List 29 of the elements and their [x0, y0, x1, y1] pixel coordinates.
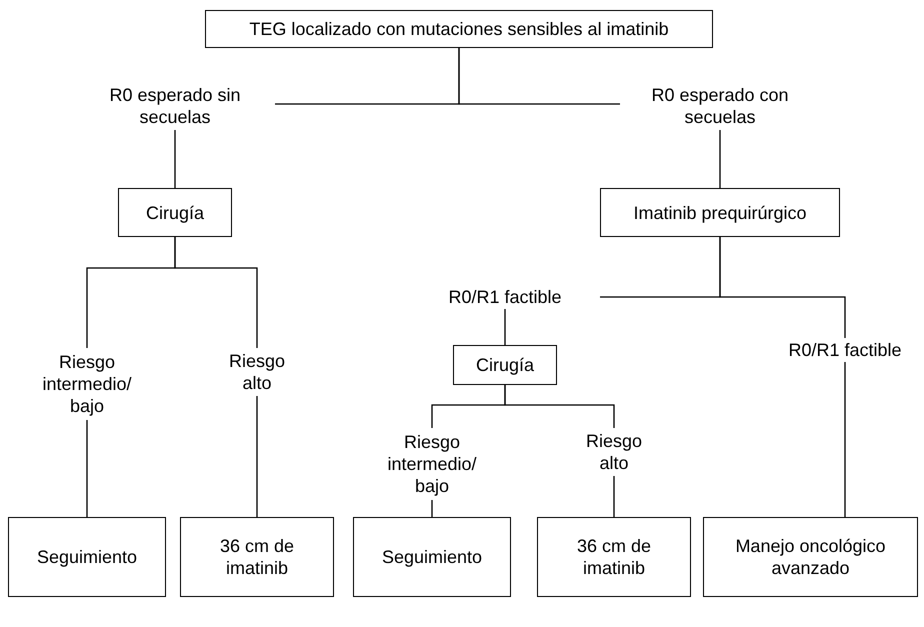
connector-line	[458, 48, 620, 105]
connector-line	[844, 362, 846, 517]
process-box: Seguimiento	[8, 517, 166, 597]
process-box: Cirugía	[453, 345, 557, 385]
condition-text: Riesgo alto	[579, 428, 649, 476]
process-box: 36 cm de imatinib	[537, 517, 691, 597]
process-box: 36 cm de imatinib	[180, 517, 334, 597]
condition-text: R0 esperado con secuelas	[620, 82, 820, 130]
connector-line	[174, 237, 258, 348]
connector-line	[256, 396, 258, 517]
connector-line	[86, 420, 88, 517]
process-box: Seguimiento	[353, 517, 511, 597]
process-box: Imatinib prequirúrgico	[600, 188, 840, 237]
process-box: Cirugía	[118, 188, 232, 237]
condition-text: Riesgo intermedio/ bajo	[377, 428, 487, 500]
connector-line	[504, 309, 506, 345]
connector-line	[613, 476, 615, 517]
condition-text: R0 esperado sin secuelas	[75, 82, 275, 130]
connector-line	[431, 500, 433, 517]
condition-text: Riesgo intermedio/ bajo	[32, 348, 142, 420]
condition-text: R0/R1 factible	[410, 285, 600, 309]
connector-line	[719, 237, 846, 338]
connector-line	[719, 130, 721, 188]
process-box: Manejo oncológico avanzado	[703, 517, 918, 597]
connector-line	[504, 385, 615, 428]
process-box: TEG localizado con mutaciones sensibles al imatinib	[205, 10, 713, 48]
condition-text: R0/R1 factible	[770, 338, 920, 362]
connector-line	[174, 130, 176, 188]
condition-text: Riesgo alto	[222, 348, 292, 396]
